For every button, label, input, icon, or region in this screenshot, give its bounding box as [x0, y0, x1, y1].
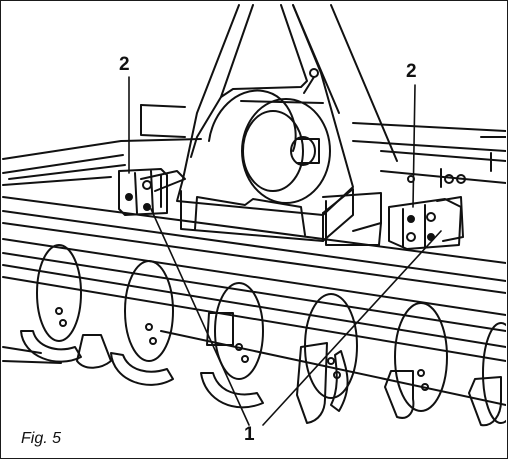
gearbox [180, 98, 382, 246]
leader-lines-2 [128, 76, 416, 208]
callout-label-1: 1 [244, 424, 255, 445]
left-mounting-bracket [118, 168, 186, 216]
callout-label-2-right: 2 [406, 61, 417, 82]
right-mounting-bracket [388, 196, 464, 250]
top-beam [2, 104, 506, 188]
tiller-tines [2, 312, 502, 427]
leader-lines-1 [150, 208, 442, 426]
figure-caption: Fig. 5 [21, 430, 62, 447]
callout-label-2-left: 2 [119, 54, 130, 75]
guard-tubes [2, 196, 506, 406]
hitch-a-frame [176, 4, 398, 216]
